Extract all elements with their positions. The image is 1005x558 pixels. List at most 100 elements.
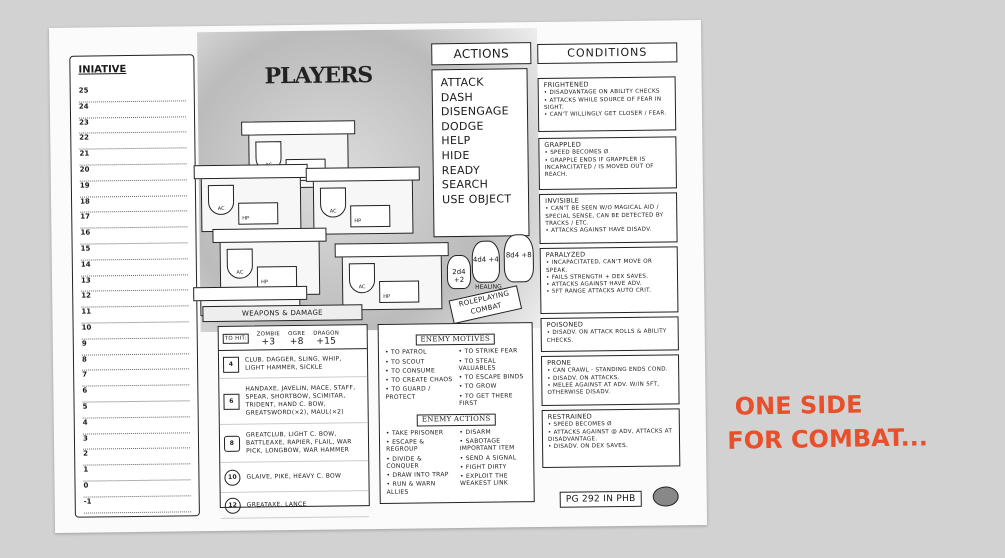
hit-points-box: HP [379, 280, 420, 303]
initiative-row: 1 [83, 464, 191, 482]
initiative-row: 17 [80, 211, 188, 229]
list-item: • DRAW INTO TRAP [386, 471, 449, 480]
condition-rule: • INCAPACITATED, CAN'T MOVE OR SPEAK. [545, 258, 653, 274]
initiative-row: 22 [79, 132, 187, 150]
initiative-row: 10 [81, 322, 189, 340]
list-item: • TO GET THERE FIRST [458, 392, 513, 408]
initiative-row: 13 [80, 274, 189, 292]
initiative-row: 9 [81, 338, 189, 356]
list-item: • TO CREATE CHAOS [385, 376, 453, 385]
potion-small-label: 2d4 +2 [452, 267, 466, 285]
player-name-banner [193, 285, 308, 302]
monster-to-hit: +3 [261, 336, 276, 347]
enemy-motives-title: ENEMY MOTIVES [415, 333, 496, 346]
initiative-title: INIATIVE [78, 64, 127, 76]
condition-paralyzed: PARALYZED• INCAPACITATED, CAN'T MOVE OR … [539, 246, 679, 315]
action-item: DISENGAGE [440, 104, 509, 119]
armor-class-shield-icon: AC [207, 184, 235, 216]
weapon-list: GREATCLUB, LIGHT C. BOW, BATTLEAXE, RAPI… [245, 430, 352, 455]
initiative-row: 18 [80, 195, 188, 214]
armor-class-shield-icon: AC [226, 248, 254, 279]
list-item: • ESCAPE & REGROUP [385, 438, 425, 454]
weapon-list: HANDAXE, JAVELIN, MACE, STAFF, SPEAR, SH… [245, 383, 356, 417]
weapon-list: CLUB, DAGGER, SLING, WHIP, LIGHT HAMMER,… [244, 354, 342, 372]
actions-title: ACTIONS [431, 42, 532, 66]
conditions-list: FRIGHTENED• DISADVANTAGE ON ABILITY CHEC… [49, 20, 701, 469]
condition-rule: • DISADV. ON DEX SAVES. [548, 443, 629, 451]
list-item: • TO GROW [458, 383, 497, 391]
action-item: HELP [441, 134, 471, 148]
d10-die-icon: 10 [224, 469, 241, 486]
note-line-1: ONE SIDE [734, 390, 863, 421]
action-item: DASH [440, 90, 474, 104]
initiative-row: 19 [79, 180, 188, 198]
list-item: • TO GUARD / PROTECT [385, 385, 431, 401]
player-name-banner [305, 166, 420, 182]
weapon-list: GREATAXE, LANCE [246, 500, 307, 509]
initiative-row: 16 [80, 227, 188, 245]
list-item: • RUN & WARN ALLIES [386, 480, 436, 496]
weapons-title: WEAPONS & DAMAGE [202, 304, 363, 323]
list-column: • TO STRIKE FEAR• TO STEAL VALUABLES• TO… [458, 347, 526, 409]
initiative-row: 7 [82, 369, 190, 387]
list-item: • FIGHT DIRTY [459, 463, 507, 471]
condition-rule: • ATTACKS AGAINST @ ADV, ATTACKS AT DISA… [547, 428, 673, 443]
list-item: • SEND A SIGNAL [459, 453, 517, 462]
list-item: • DISARM [459, 428, 492, 436]
note-line-2: FOR COMBAT... [727, 423, 929, 455]
action-item: ATTACK [440, 75, 484, 90]
condition-name: POISONED [546, 320, 584, 329]
monster-name: ZOMBIE [256, 330, 281, 337]
initiative-row: 20 [79, 164, 187, 182]
player-name-banner [241, 120, 356, 136]
condition-rule: • 5FT RANGE ATTACKS AUTO CRIT. [546, 288, 652, 296]
potion-medium-label: 4d4 +4 [472, 255, 499, 264]
d6-die-icon: 6 [223, 393, 240, 410]
condition-prone: PRONE• CAN CRAWL - STANDING ENDS COND.• … [540, 354, 680, 407]
list-item: • TO CONSUME [385, 367, 436, 375]
armor-class-shield-icon: AC [319, 187, 347, 218]
initiative-row: 3 [82, 432, 191, 450]
list-item: • TO STEAL VALUABLES [458, 357, 497, 372]
enemy-actions: • TAKE PRISONER• ESCAPE & REGROUP• DIVID… [380, 425, 534, 501]
monster-ogre: OGRE+8 [288, 329, 305, 346]
condition-name: FRIGHTENED [543, 80, 589, 89]
potion-small: 2d4 +2 [446, 254, 472, 290]
list-item: • TO PATROL [384, 348, 427, 357]
list-item: • SABOTAGE IMPORTANT ITEM [459, 437, 515, 453]
initiative-row: 25 [78, 85, 186, 103]
initiative-row: 2 [83, 448, 191, 466]
condition-rule: • CAN'T BE SEEN W/O MAGICAL AID / SPECIA… [545, 204, 664, 227]
handwritten-note: ONE SIDE FOR COMBAT... [727, 386, 928, 457]
player-name-banner [334, 242, 449, 258]
condition-restrained: RESTRAINED• SPEED BECOMES Ø• ATTACKS AGA… [541, 408, 681, 469]
page-reference: PG 292 IN PHB [559, 490, 642, 508]
monster-to-hit: +15 [316, 336, 337, 347]
initiative-row: -1 [83, 496, 191, 514]
action-item: READY [441, 163, 481, 177]
condition-rule: • GRAPPLE ENDS IF GRAPPLER IS INCAPACITA… [544, 156, 654, 179]
condition-name: INVISIBLE [545, 196, 580, 205]
enemy-panel: ENEMY MOTIVES • TO PATROL• TO SCOUT• TO … [377, 322, 535, 504]
player-name-banner [193, 163, 308, 180]
coin-icon [652, 486, 679, 507]
list-column: • TAKE PRISONER• ESCAPE & REGROUP• DIVID… [386, 429, 454, 498]
initiative-row: 21 [79, 148, 187, 166]
action-item: HIDE [441, 148, 470, 163]
d4-die-icon: 4 [222, 356, 240, 373]
initiative-row: 8 [81, 353, 190, 371]
list-item: • TO SCOUT [385, 358, 425, 366]
enemy-actions-title: ENEMY ACTIONS [416, 413, 496, 427]
action-item: USE OBJECT [441, 192, 512, 206]
weapon-row: 6 HANDAXE, JAVELIN, MACE, STAFF, SPEAR, S… [219, 377, 368, 425]
